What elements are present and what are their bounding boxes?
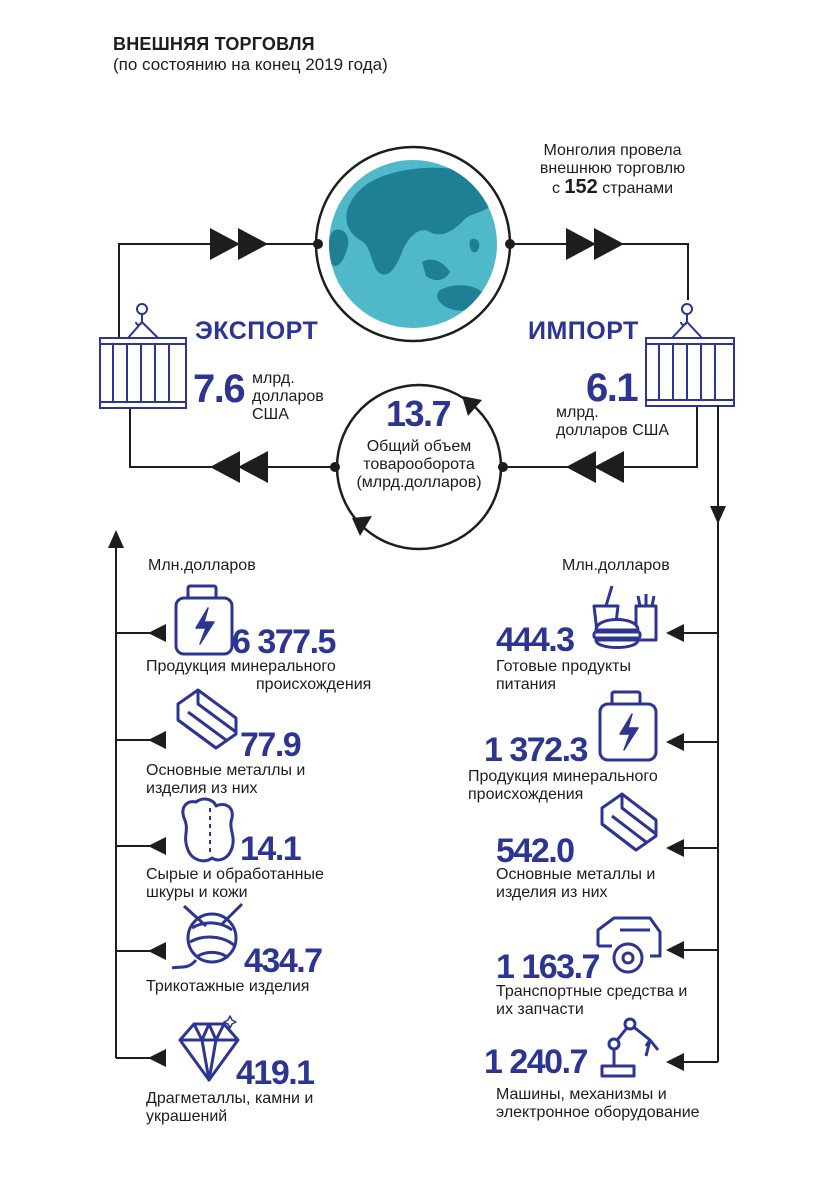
total-label-line2: товарооборота: [363, 456, 475, 473]
export-unit-caption: Млн.долларов: [148, 557, 256, 574]
import-branches: [680, 632, 718, 1063]
metal-bars-icon: [176, 688, 238, 750]
export-unit: млрд. долларов США: [252, 370, 324, 424]
import-unit-line2: долларов США: [556, 422, 670, 439]
total-label-line1: Общий объем: [366, 438, 472, 455]
import-unit-line1: млрд.: [556, 404, 599, 421]
import-item-label: Основные металлы и изделия из них: [496, 866, 656, 901]
globe-note-line1: Монголия провела: [543, 142, 682, 159]
import-item-value: 1 163.7: [496, 948, 600, 986]
export-item-label: Основные металлы и изделия из них: [146, 762, 306, 797]
export-item-value: 77.9: [240, 726, 302, 764]
import-item-value: 444.3: [496, 621, 575, 659]
import-label: ИМПОРТ: [528, 317, 639, 345]
export-item-value: 6 377.5: [232, 623, 336, 661]
page-title: ВНЕШНЯЯ ТОРГОВЛЯ: [113, 34, 315, 54]
total-label: Общий объем товарооборота (млрд.долларов…: [344, 438, 494, 492]
export-arrows: [210, 228, 624, 483]
export-item-label: Сырые и обработанные шкуры и кожи: [146, 866, 324, 901]
export-up-arrow: [108, 530, 124, 548]
globe-icon: [329, 160, 497, 328]
export-container-icon: [99, 303, 187, 409]
import-container-icon: [645, 303, 735, 407]
export-item-label: Драгметаллы, камни и украшений: [146, 1090, 314, 1125]
import-item-value: 1 240.7: [484, 1043, 588, 1081]
globe-note-line2: внешнюю торговлю: [539, 160, 686, 177]
export-unit-line3: США: [252, 406, 289, 423]
import-item-label: Готовые продукты питания: [496, 658, 631, 693]
diamond-icon: [178, 1015, 240, 1082]
export-unit-line2: долларов: [252, 388, 324, 405]
import-unit-caption: Млн.долларов: [562, 557, 670, 574]
page-subtitle: (по состоянию на конец 2019 года): [113, 55, 388, 74]
import-unit: млрд. долларов США: [556, 404, 669, 440]
globe-note: Монголия провела внешнюю торговлю с 152 …: [530, 142, 695, 198]
import-item-label: Машины, механизмы и электронное оборудов…: [496, 1086, 700, 1121]
globe-note-prefix: с: [551, 180, 560, 197]
fast-food-icon: [592, 585, 658, 649]
import-item-label: Транспортные средства и их запчасти: [496, 983, 688, 1018]
total-value: 13.7: [386, 393, 452, 434]
import-value: 6.1: [586, 366, 639, 410]
mineral-jar-icon: [174, 584, 234, 656]
import-item-value: 1 372.3: [484, 731, 588, 769]
import-item-label: Продукция минерального происхождения: [468, 768, 658, 803]
export-item-label: Трикотажные изделия: [146, 978, 310, 995]
leather-hide-icon: [181, 797, 235, 863]
car-icon: [596, 916, 662, 974]
import-item-value: 542.0: [496, 832, 575, 870]
export-item-value: 434.7: [244, 942, 323, 980]
total-label-line3: (млрд.долларов): [356, 474, 482, 491]
export-value: 7.6: [193, 367, 246, 411]
import-metal-bars-icon: [600, 792, 658, 852]
export-unit-line1: млрд.: [252, 370, 295, 387]
import-mineral-jar-icon: [598, 690, 658, 762]
globe-note-suffix: странами: [602, 180, 674, 197]
export-item-value: 419.1: [236, 1054, 315, 1092]
robot-arm-icon: [600, 1017, 660, 1078]
country-count: 152: [564, 176, 598, 198]
yarn-ball-icon: [171, 902, 244, 970]
import-down-arrow: [710, 506, 726, 524]
export-item-value: 14.1: [240, 830, 302, 868]
export-label: ЭКСПОРТ: [195, 317, 319, 345]
export-item-label: Продукция минерального происхождения: [146, 658, 372, 693]
